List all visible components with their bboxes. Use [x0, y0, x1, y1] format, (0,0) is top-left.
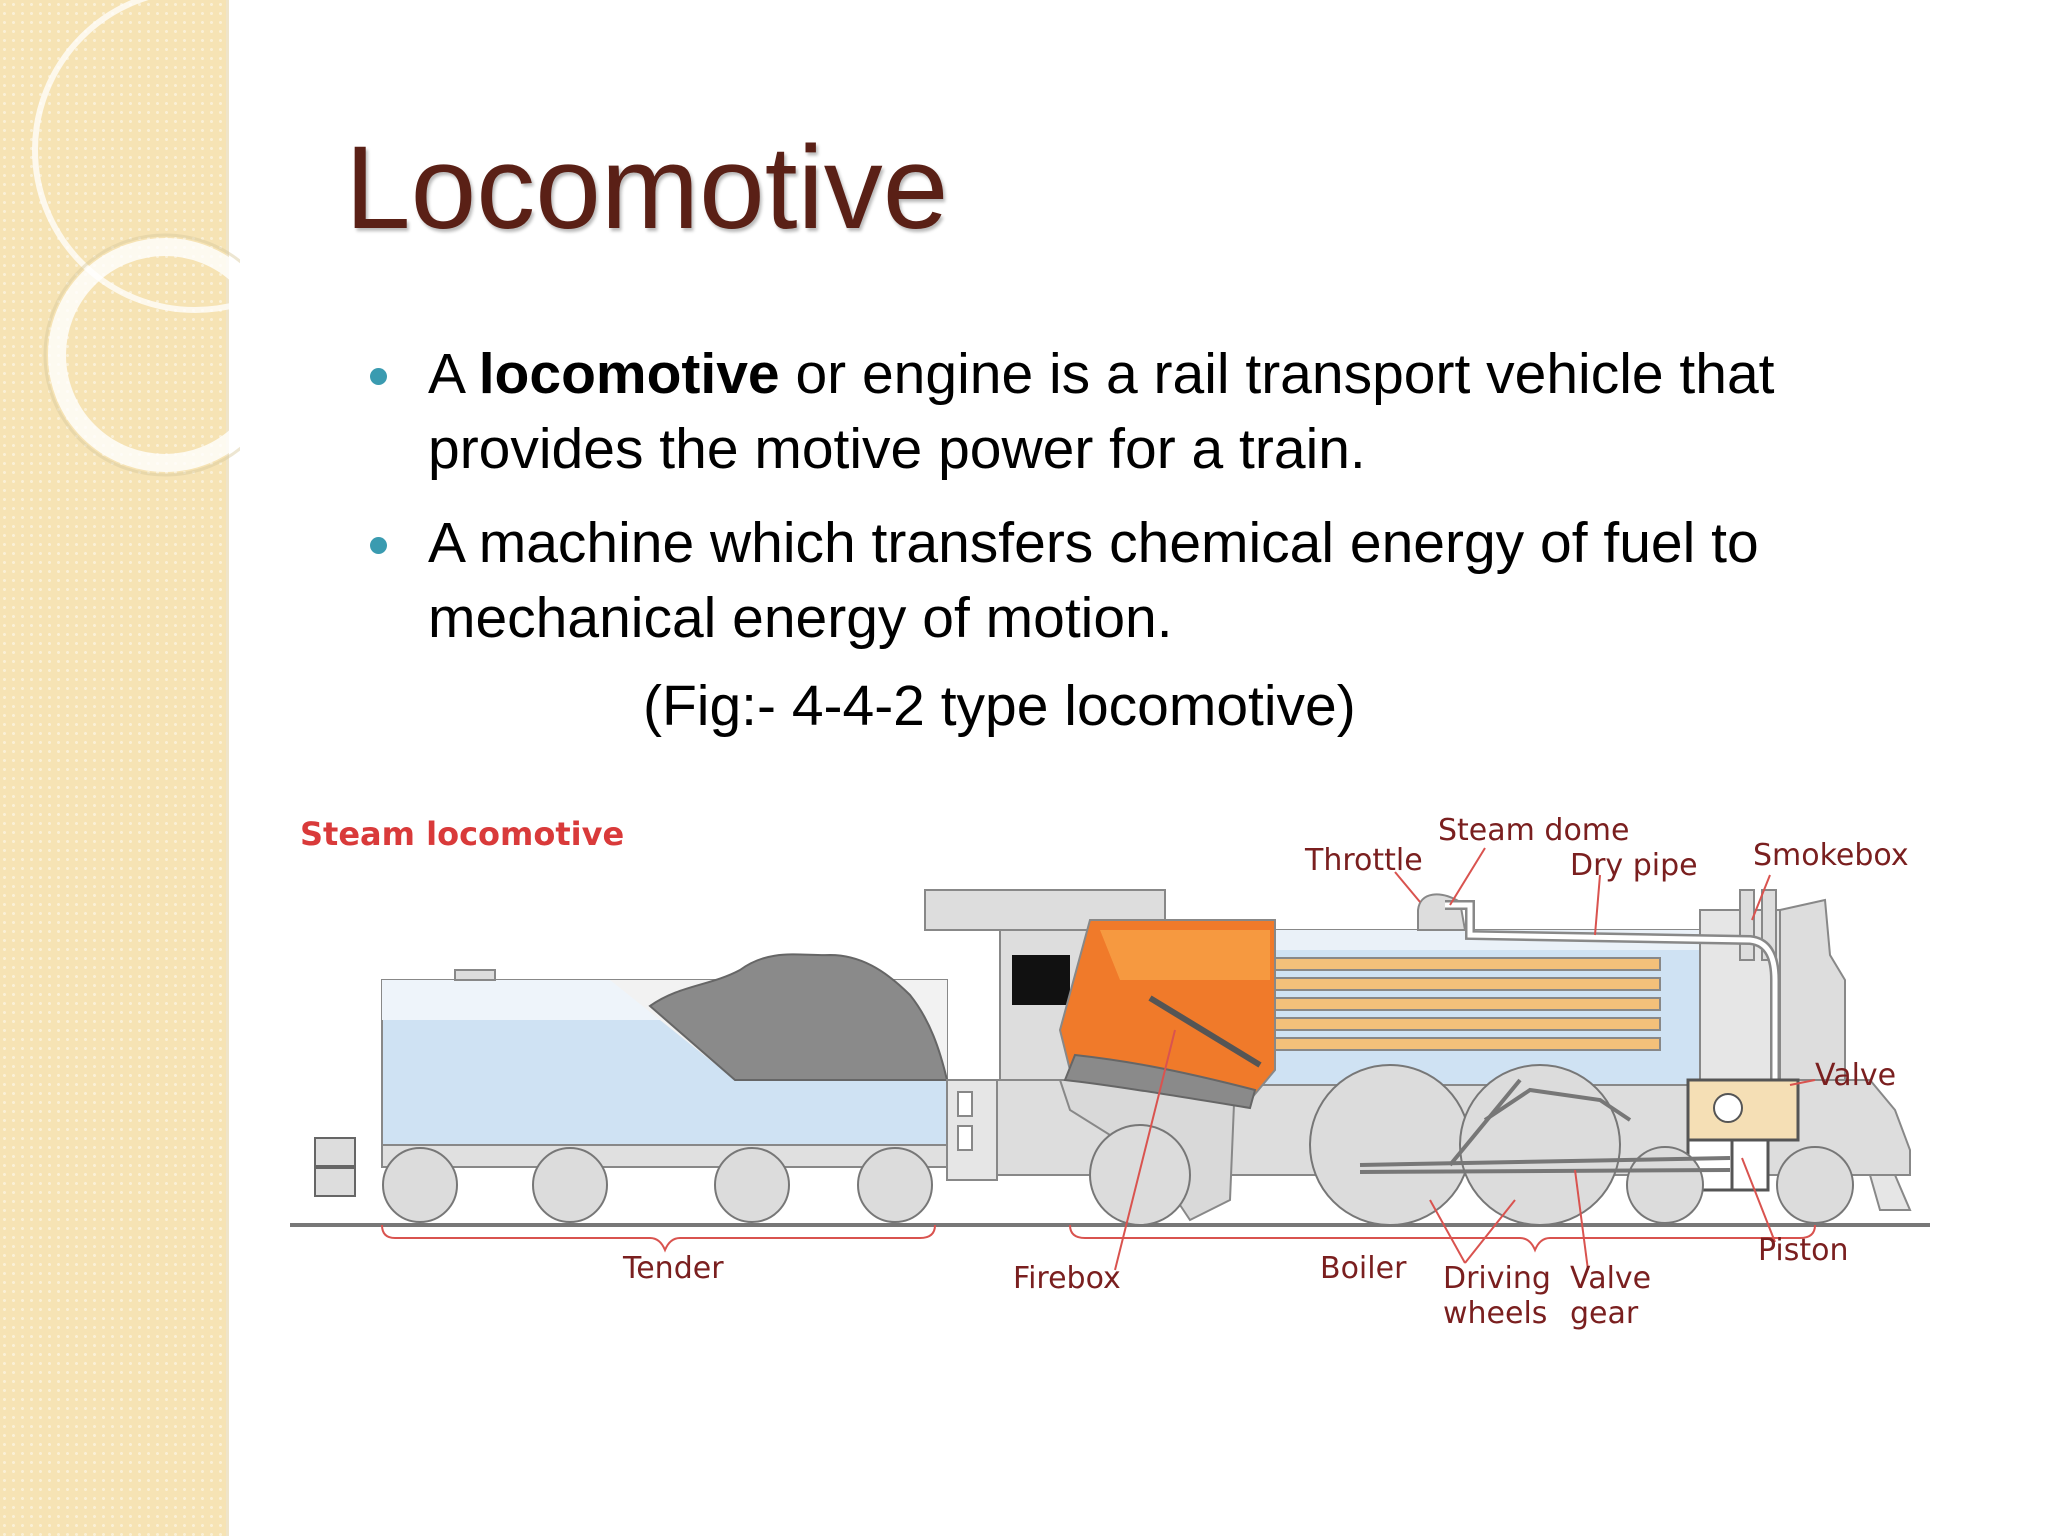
tender-wheel: [532, 1147, 608, 1223]
bullet-prefix: A: [428, 342, 479, 406]
engine-bracket: [1069, 1224, 1816, 1253]
label-valve-gear-line2: gear: [1570, 1296, 1639, 1331]
ring-small-shadow: [43, 233, 240, 477]
coupling: [946, 1079, 998, 1181]
leading-wheel: [1626, 1146, 1704, 1224]
steam-locomotive-diagram: Steam locomotive Throttle Steam dome Dry…: [290, 813, 1930, 1331]
leading-wheel: [1776, 1146, 1854, 1224]
driving-wheel: [1459, 1064, 1621, 1226]
label-valve-gear-line1: Valve: [1570, 1261, 1651, 1296]
fire-grate: [1063, 1053, 1257, 1110]
label-throttle: Throttle: [1304, 843, 1423, 878]
label-piston: Piston: [1758, 1233, 1849, 1268]
tender-wheel: [857, 1147, 933, 1223]
label-driving-wheels-line2: wheels: [1443, 1296, 1547, 1331]
bullet-item: A locomotive or engine is a rail transpo…: [370, 337, 1948, 487]
label-driving-wheels-line1: Driving: [1443, 1261, 1551, 1296]
bullet-bold-term: locomotive: [478, 342, 780, 406]
decorative-rings: [32, 0, 240, 477]
bullet-item: A machine which transfers chemical energ…: [370, 506, 1948, 656]
bullet-dot-icon: [370, 537, 387, 554]
firebox: [1058, 919, 1276, 1110]
leader-lines: [1114, 847, 1816, 1271]
valve-gear-rods: [1359, 1078, 1731, 1174]
smokebox-front: [1779, 898, 1846, 1081]
tender-wheel: [714, 1147, 790, 1223]
tender-wheel: [382, 1147, 458, 1223]
label-dry-pipe: Dry pipe: [1570, 848, 1698, 883]
label-steam-dome: Steam dome: [1438, 813, 1629, 848]
slide-title: Locomotive: [345, 122, 949, 254]
coal: [648, 953, 949, 1081]
sidebar-edge: [226, 0, 229, 1536]
label-smokebox: Smokebox: [1753, 838, 1909, 873]
ring-large: [32, 0, 240, 313]
steam-dome: [1417, 893, 1467, 931]
figure-caption: (Fig:- 4-4-2 type locomotive): [643, 674, 1356, 738]
diagram-title: Steam locomotive: [300, 815, 624, 853]
label-valve: Valve: [1815, 1058, 1896, 1093]
tender: [314, 953, 949, 1223]
label-tender: Tender: [622, 1251, 724, 1286]
driving-wheel: [1309, 1064, 1471, 1226]
bullet-text: A machine which transfers chemical energ…: [428, 511, 1759, 650]
label-boiler: Boiler: [1320, 1251, 1407, 1286]
label-firebox: Firebox: [1013, 1261, 1121, 1296]
ring-small: [48, 238, 240, 472]
boiler-tubes: [1269, 957, 1661, 1051]
front-pilot: [1868, 1174, 1912, 1211]
trailing-wheel: [1089, 1124, 1191, 1226]
bullet-dot-icon: [370, 368, 387, 385]
cylinder: [1686, 1078, 1800, 1192]
bullet-suffix: or engine is a rail transport vehicle th…: [428, 342, 1775, 481]
boiler: [1249, 889, 1846, 1105]
tender-bracket: [381, 1224, 936, 1253]
